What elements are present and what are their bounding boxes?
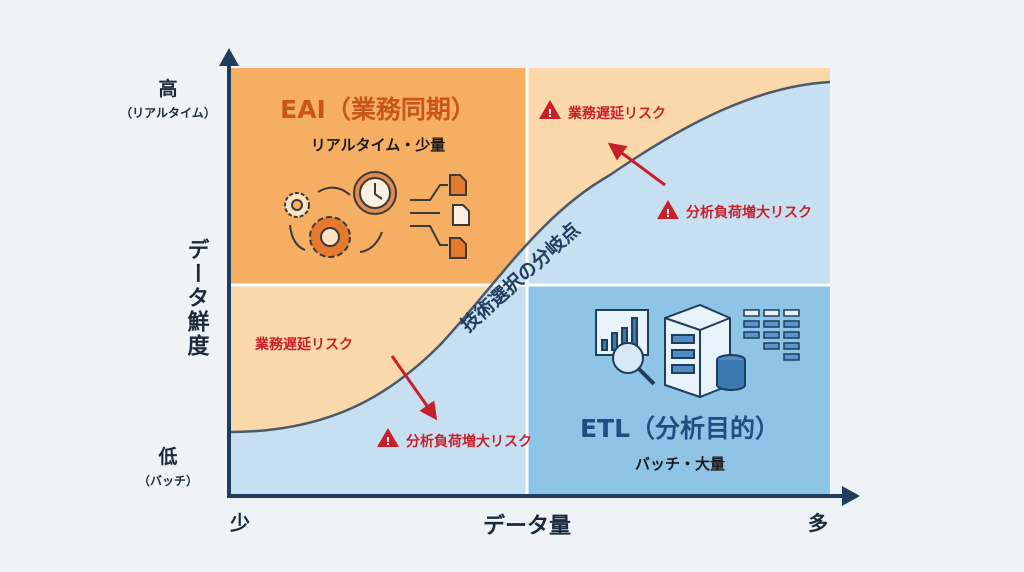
- magnifier-icon: [612, 342, 644, 374]
- risk-top-delay: ! 業務遅延リスク: [539, 100, 666, 122]
- svg-text:!: !: [665, 207, 670, 220]
- document-icon: [449, 237, 467, 259]
- sync-process-icon: [284, 171, 470, 259]
- risk-bottom-delay: 業務遅延リスク: [254, 336, 353, 353]
- eai-subtitle: リアルタイム・少量: [311, 136, 446, 154]
- svg-text:分析負荷増大リスク: 分析負荷増大リスク: [686, 204, 812, 221]
- x-axis-arrow-icon: [842, 486, 860, 506]
- warning-icon: [657, 200, 679, 219]
- x-low-label: 少: [229, 511, 250, 535]
- y-high-label: 高: [158, 77, 177, 100]
- document-icon: [449, 174, 467, 196]
- y-axis-arrow-icon: [219, 48, 239, 66]
- risk-arrow: [390, 355, 438, 421]
- etl-subtitle: バッチ・大量: [635, 455, 725, 473]
- table-grid-icon: [743, 309, 800, 361]
- x-high-label: 多: [808, 511, 828, 535]
- decision-curve: [229, 80, 831, 434]
- warning-icon: [377, 428, 399, 447]
- y-high-sublabel: （リアルタイム）: [120, 105, 216, 120]
- risk-arrow: [607, 142, 666, 187]
- svg-text:業務遅延リスク: 業務遅延リスク: [567, 105, 666, 122]
- svg-text:!: !: [385, 435, 390, 448]
- svg-text:分析負荷増大リスク: 分析負荷増大リスク: [406, 433, 532, 450]
- y-low-sublabel: （バッチ）: [138, 473, 198, 488]
- y-axis-title: データ鮮度: [184, 237, 210, 358]
- svg-text:!: !: [547, 107, 552, 120]
- etl-title: ETL（分析目的）: [580, 414, 780, 443]
- risk-bottom-load: ! 分析負荷増大リスク: [377, 428, 532, 450]
- analytics-data-icon: [595, 303, 800, 399]
- y-low-label: 低: [157, 445, 177, 468]
- risk-top-load: ! 分析負荷増大リスク: [657, 200, 812, 221]
- warning-icon: [539, 100, 561, 119]
- eai-title: EAI（業務同期）: [280, 95, 476, 124]
- x-axis-title: データ量: [483, 513, 571, 539]
- document-icon: [452, 204, 470, 226]
